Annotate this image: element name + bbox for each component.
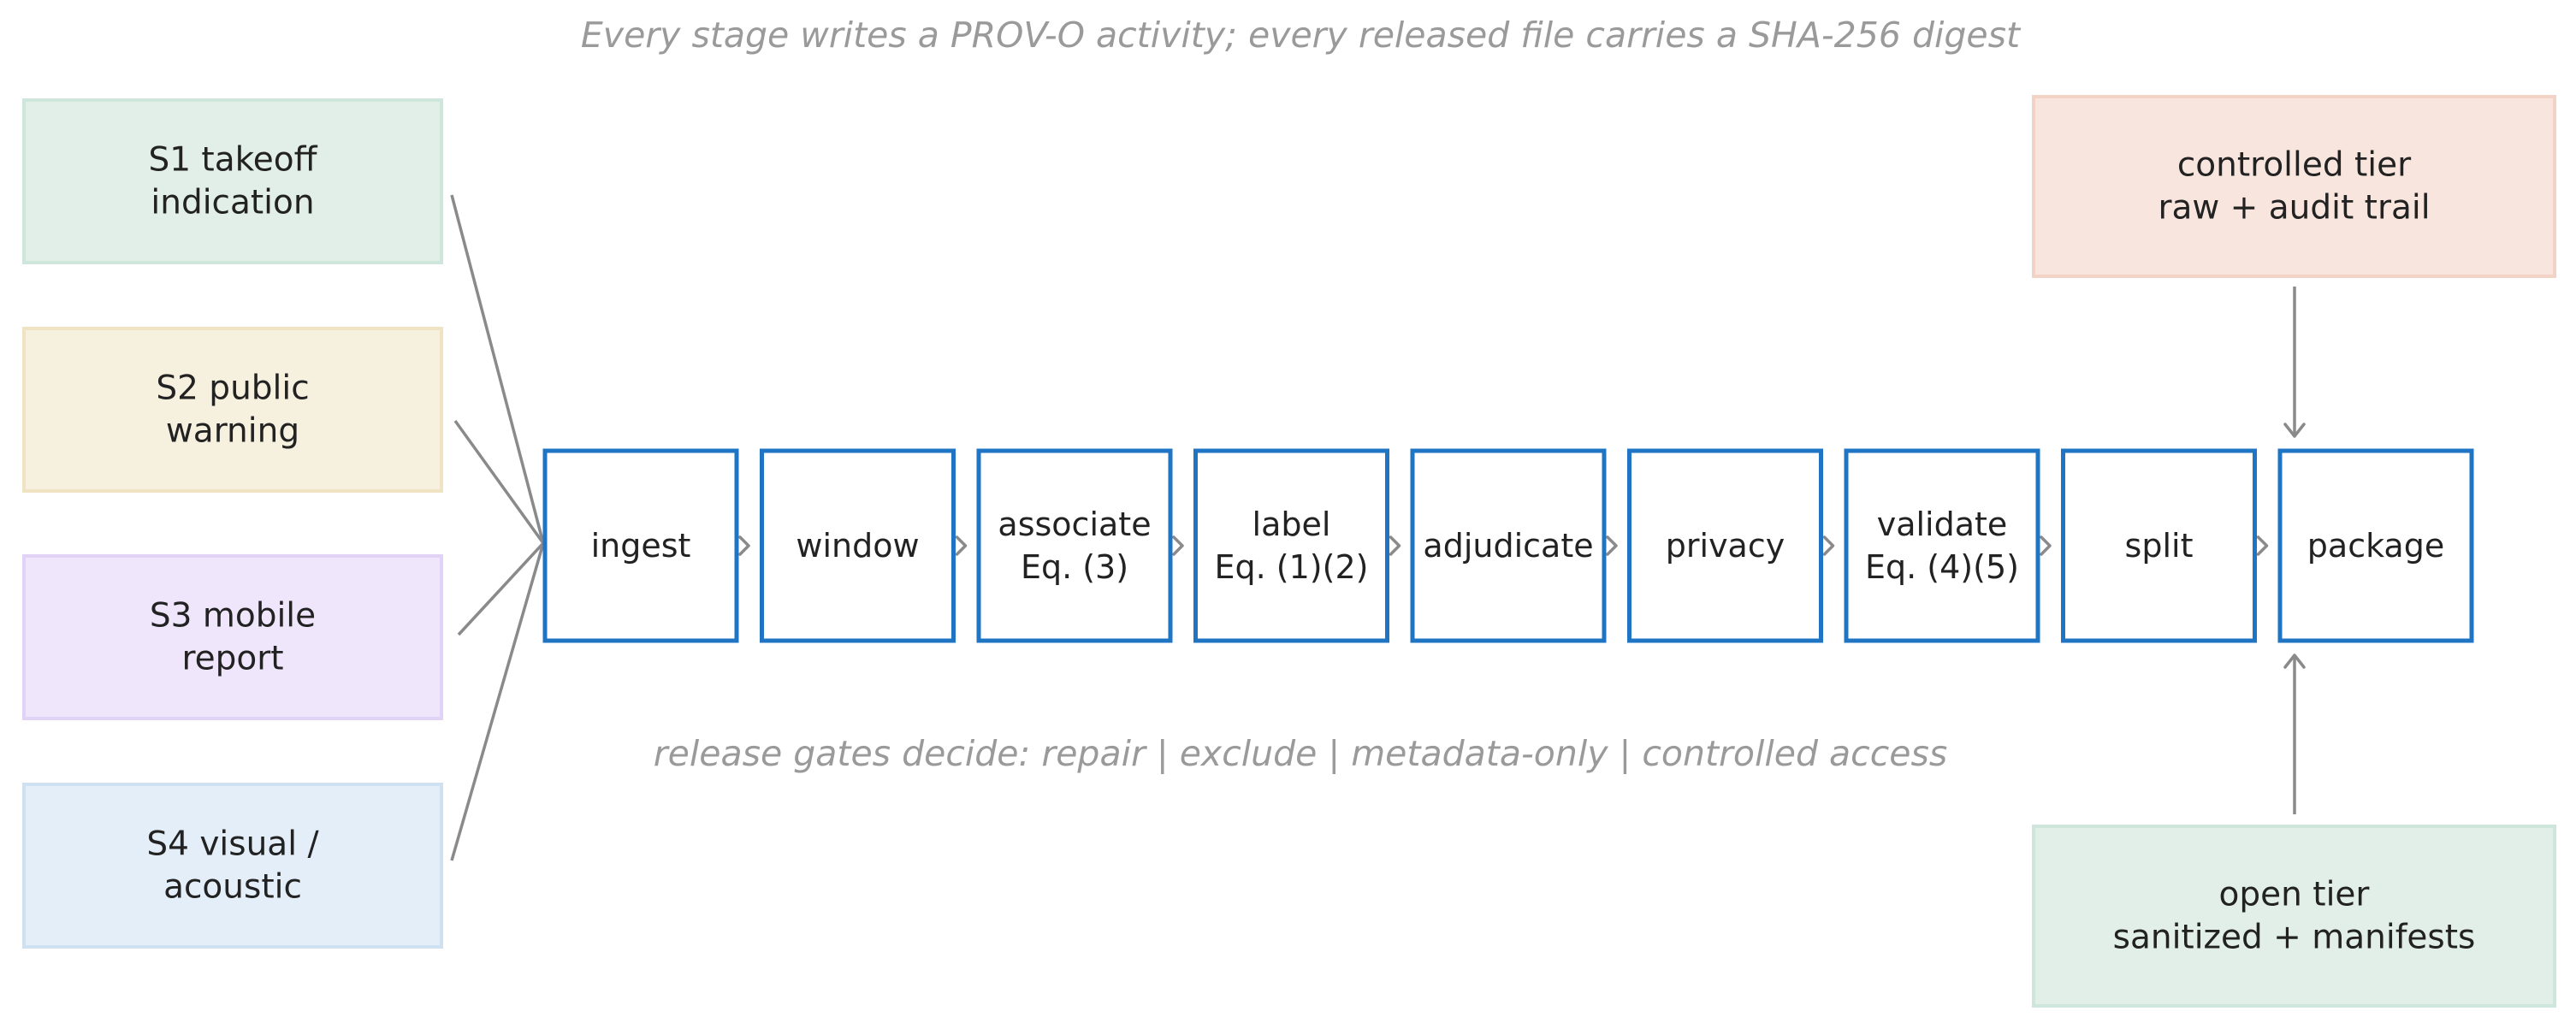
stage-box-validate [1844,448,2040,643]
stage-box-associate [976,448,1173,643]
header-caption: Every stage writes a PROV-O activity; ev… [581,15,2022,56]
stage-associate-line-1: associate [998,506,1151,543]
source-s4-line-2: acoustic [163,868,302,907]
stage-label-line-2: Eq. (1)(2) [1215,548,1369,586]
stage-privacy-line-1: privacy [1666,527,1785,565]
source-s3: S3 mobile report [22,554,443,720]
stage-box-label [1193,448,1389,643]
source-s2-line-2: warning [166,412,299,451]
edge-source-2-to-ingest [453,419,545,545]
edges-layer [450,194,2306,861]
sources-layer: S1 takeoff indication S2 public warning S3 m… [22,98,443,949]
stage-box-window [760,448,956,643]
edge-source-1-to-ingest [450,194,545,544]
stage-associate-line-2: Eq. (3) [1021,548,1128,586]
stage-label-line-1: label [1252,506,1331,543]
stage-adjudicate-line-1: adjudicate [1423,527,1593,565]
stage-package: package [2277,448,2474,643]
arrow-ingest-to-window [738,535,750,556]
source-s2: S2 public warning [22,327,443,493]
tier-open-line-2: sanitized + manifests [2113,919,2476,957]
stage-split: split [2061,448,2257,643]
tier-box-controlled [2032,95,2556,278]
arrow-associate-to-label [1172,535,1184,556]
arrowhead-controlled-to-package [2283,423,2306,438]
arrow-adjudicate-to-privacy [1606,535,1618,556]
edge-source-4-to-ingest [450,542,545,861]
tier-box-open [2032,825,2556,1008]
arrow-label-to-adjudicate [1389,535,1401,556]
stage-adjudicate: adjudicate [1410,448,1607,643]
arrowhead-open-to-package [2283,653,2306,669]
edge-source-3-to-ingest [457,541,545,636]
arrow-validate-to-split [2040,535,2052,556]
source-box-s4 [22,783,443,949]
tiers-layer: controlled tier raw + audit trail open tie… [2032,95,2556,1008]
stage-ingest: ingest [542,448,739,643]
stage-package-line-1: package [2307,527,2444,565]
tier-controlled: controlled tier raw + audit trail [2032,95,2556,278]
stage-box-package [2277,448,2474,643]
arrow-split-to-package [2256,535,2269,556]
tier-controlled-line-1: controlled tier [2177,146,2412,185]
stage-validate-line-1: validate [1877,506,2008,543]
stage-privacy: privacy [1627,448,1823,643]
source-s4: S4 visual / acoustic [22,783,443,949]
stage-validate-line-2: Eq. (4)(5) [1865,548,2019,586]
arrow-window-to-associate [955,535,968,556]
source-s3-line-1: S3 mobile [150,597,316,636]
stage-ingest-line-1: ingest [591,527,691,565]
stage-box-privacy [1627,448,1823,643]
source-s2-line-1: S2 public [156,370,309,408]
arrow-privacy-to-validate [1822,535,1835,556]
source-box-s3 [22,554,443,720]
source-s3-line-2: report [181,640,283,678]
stage-split-line-1: split [2125,527,2194,565]
tier-open: open tier sanitized + manifests [2032,825,2556,1008]
stage-window: window [760,448,956,643]
stage-box-adjudicate [1410,448,1607,643]
tier-controlled-line-2: raw + audit trail [2158,189,2430,228]
stage-box-ingest [542,448,739,643]
footer-caption: release gates decide: repair | exclude |… [654,733,1947,774]
source-s1: S1 takeoff indication [22,98,443,264]
source-s1-line-2: indication [151,184,314,222]
source-box-s2 [22,327,443,493]
stage-window-line-1: window [796,527,919,565]
source-s1-line-1: S1 takeoff [148,141,317,180]
source-s4-line-1: S4 visual / [146,825,319,864]
source-box-s1 [22,98,443,264]
tier-open-line-1: open tier [2219,876,2371,914]
stage-box-split [2061,448,2257,643]
